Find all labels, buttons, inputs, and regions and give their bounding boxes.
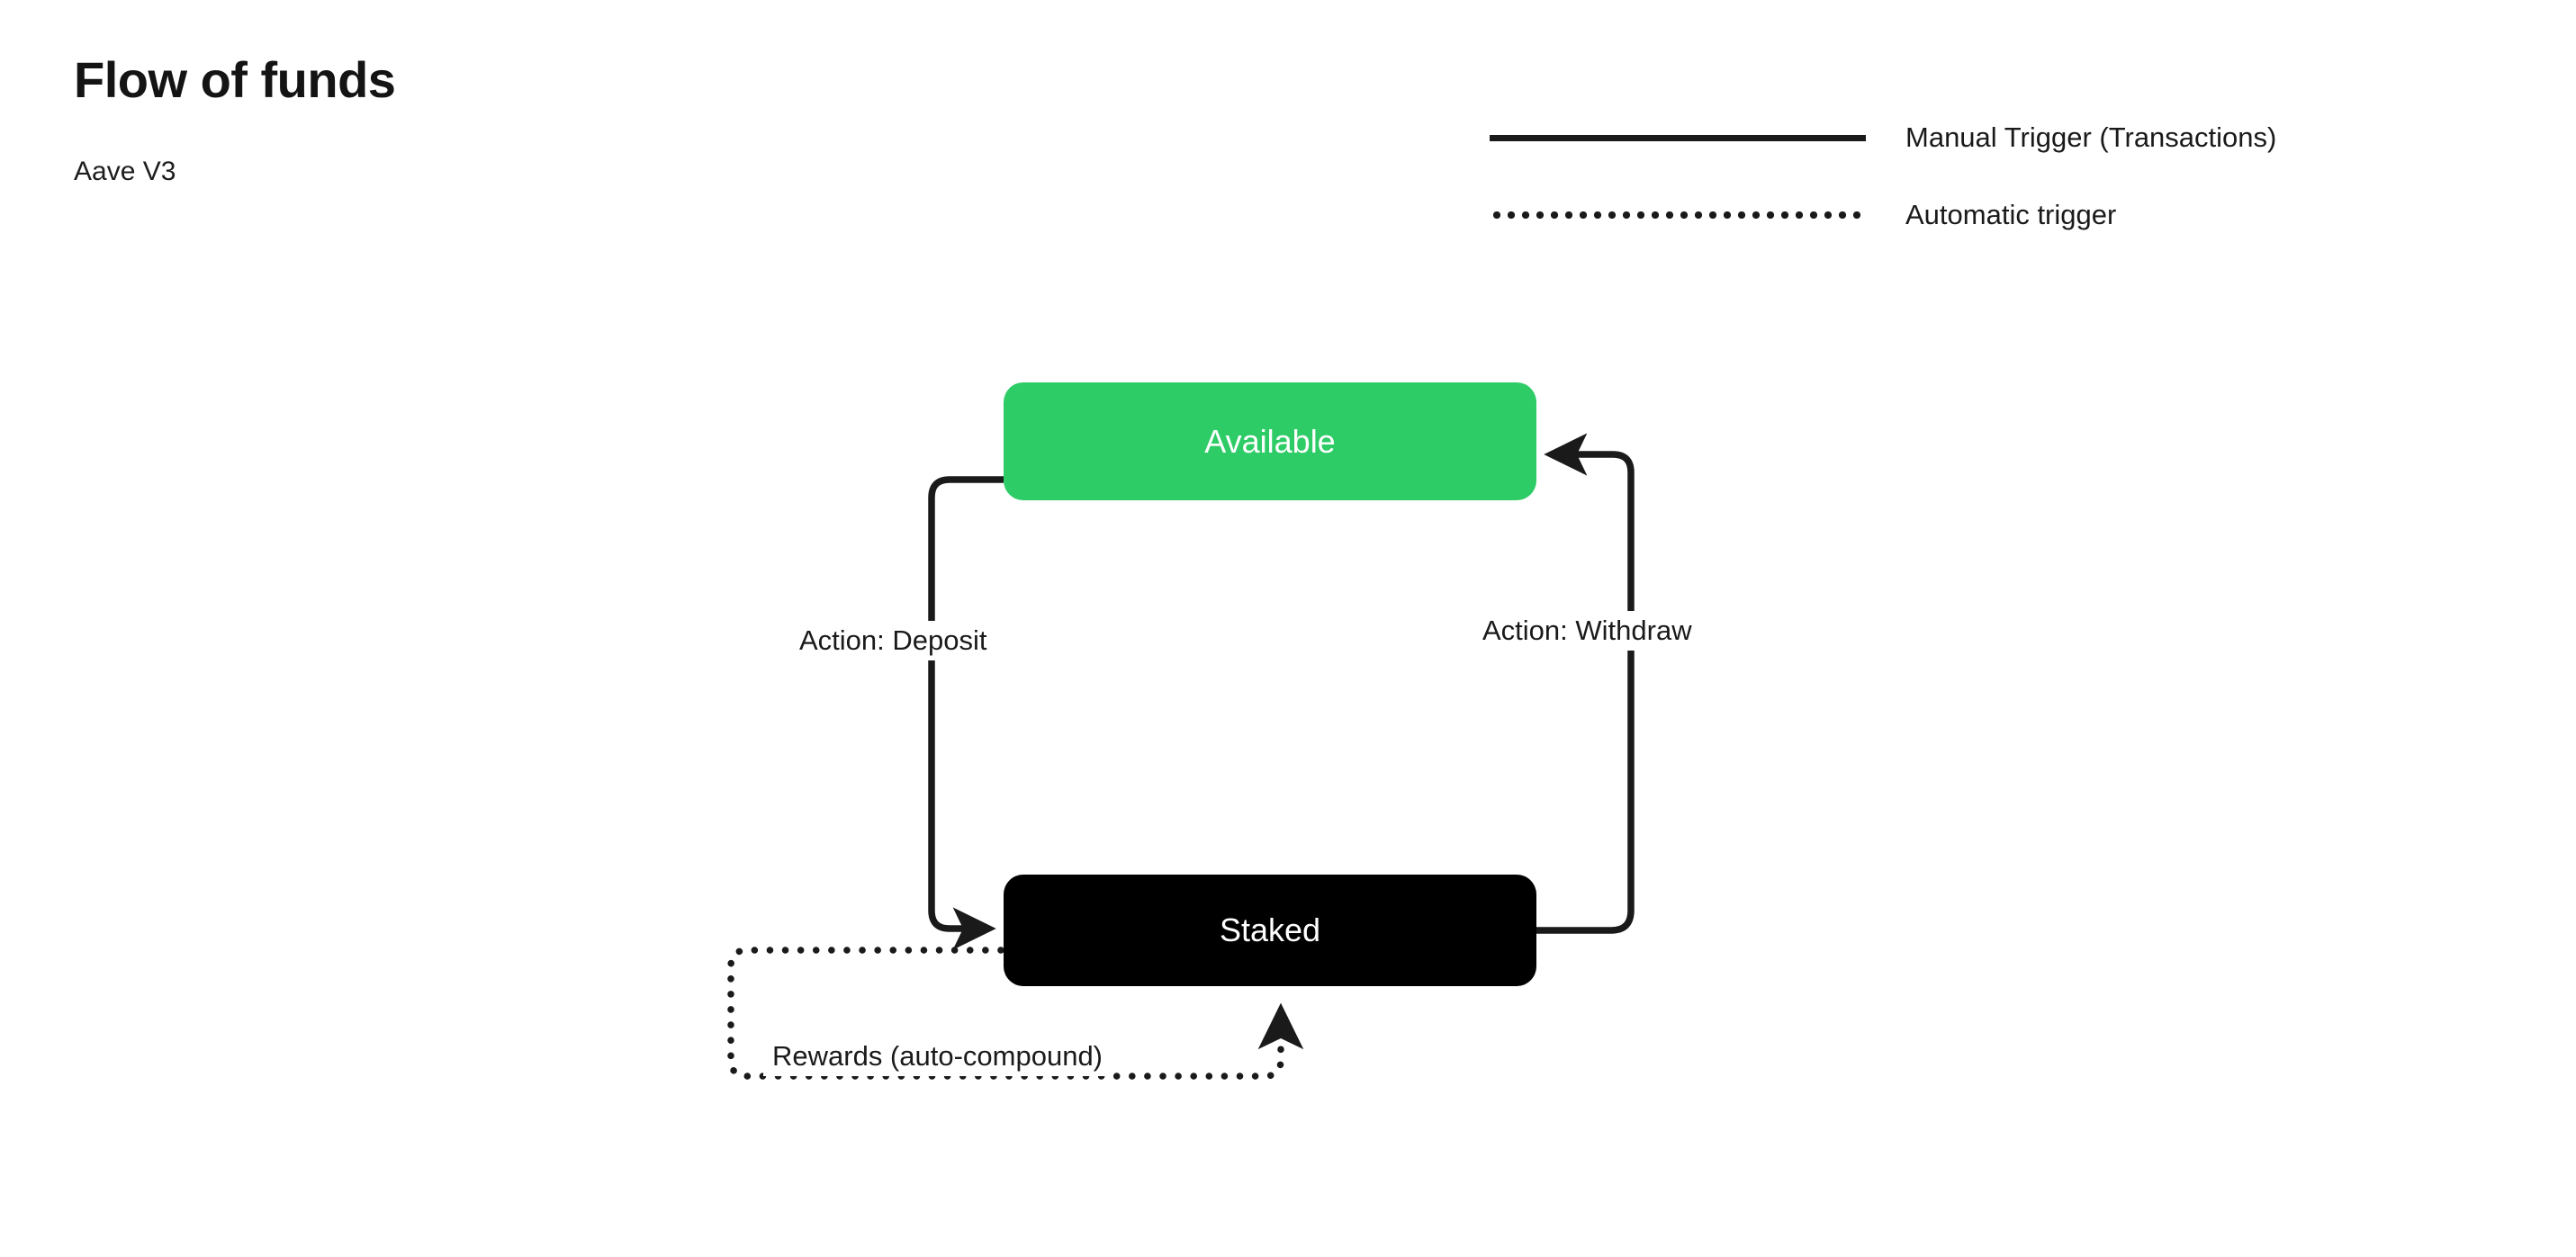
edge-label-deposit: Action: Deposit [790,621,996,660]
page-subtitle: Aave V3 [74,156,176,186]
node-staked-label: Staked [1219,911,1321,948]
legend-item-automatic-trigger: Automatic trigger [1490,176,2480,254]
node-staked[interactable]: Staked [1004,875,1536,986]
legend-label-automatic-trigger: Automatic trigger [1905,199,2117,230]
edge-withdraw-path [1536,433,1635,934]
page-title: Flow of funds [74,51,396,108]
edge-label-rewards: Rewards (auto-compound) [763,1037,1112,1076]
solid-line-icon [1490,133,1866,142]
legend-item-manual-trigger: Manual Trigger (Transactions) [1490,99,2480,176]
dotted-line-icon [1490,211,1866,220]
header: Flow of funds Aave V3 [74,52,884,187]
node-available[interactable]: Available [1004,382,1536,500]
legend-label-manual-trigger: Manual Trigger (Transactions) [1905,121,2277,153]
edge-label-withdraw: Action: Withdraw [1473,611,1701,651]
legend: Manual Trigger (Transactions) Automatic … [1490,99,2480,254]
node-available-label: Available [1204,422,1336,460]
edge-deposit-path [928,476,1004,950]
